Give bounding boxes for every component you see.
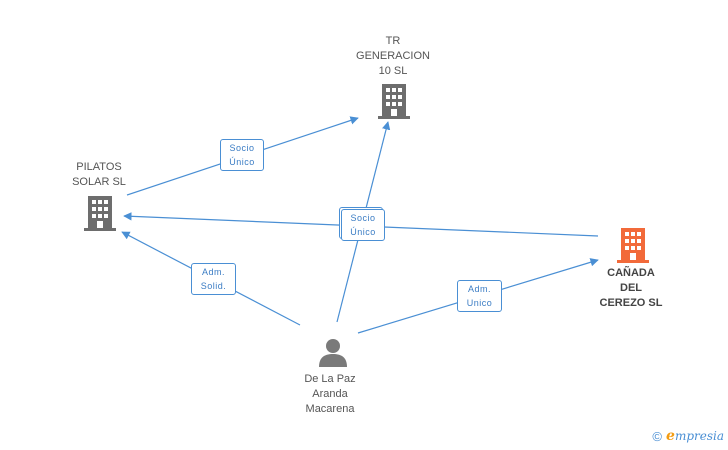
edge-label-person-to-pilatos[interactable]: Adm. Solid. bbox=[191, 263, 236, 295]
empresia-logo[interactable]: empresia bbox=[666, 428, 724, 444]
footer-brand: © empresia bbox=[652, 428, 724, 444]
node-label-canada-cerezo[interactable]: CAÑADA DEL CEREZO SL bbox=[599, 267, 663, 309]
brand-initial: e bbox=[666, 428, 675, 444]
building-icon[interactable] bbox=[84, 196, 116, 232]
person-icon[interactable] bbox=[317, 338, 349, 368]
node-label-pilatos-solar[interactable]: PILATOS SOLAR SL bbox=[72, 161, 126, 188]
edge-label-person-to-canada[interactable]: Adm. Unico bbox=[457, 280, 502, 312]
building-icon[interactable] bbox=[617, 228, 649, 264]
copyright-symbol: © bbox=[652, 428, 663, 444]
node-label-tr-generacion[interactable]: TR GENERACION 10 SL bbox=[356, 35, 430, 77]
edge-label-pilatos-to-tr[interactable]: Socio Único bbox=[220, 139, 264, 171]
building-icon[interactable] bbox=[378, 84, 410, 120]
brand-name: mpresia bbox=[674, 429, 724, 443]
edge-label-canada-to-pilatos[interactable]: Socio Único bbox=[341, 209, 385, 241]
node-label-person[interactable]: De La Paz Aranda Macarena bbox=[304, 373, 356, 415]
